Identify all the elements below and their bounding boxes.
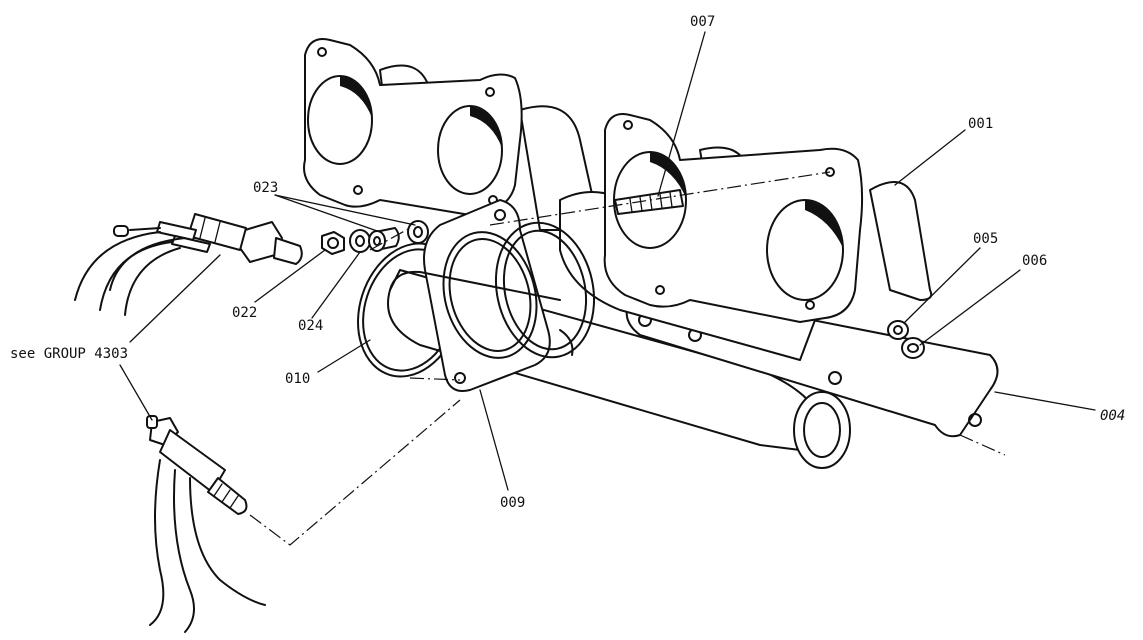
washer-024 — [349, 229, 371, 253]
washer-006 — [901, 337, 925, 359]
nut-005 — [887, 320, 909, 340]
callout-004: 004 — [1100, 408, 1125, 424]
callout-009: 009 — [500, 495, 525, 511]
temperature-sender — [113, 213, 303, 265]
sensor-lower — [146, 415, 248, 515]
spacer-ring — [494, 221, 596, 359]
callout-005: 005 — [973, 231, 998, 247]
nut-022 — [321, 231, 345, 255]
callout-001: 001 — [968, 116, 993, 132]
dashed-reference-lines — [249, 171, 1006, 546]
callout-007: 007 — [690, 14, 715, 30]
callout-024: 024 — [298, 318, 323, 334]
sensor-wires-lower — [149, 459, 266, 633]
carburetor-flange-right — [603, 113, 864, 323]
callout-006: 006 — [1022, 253, 1047, 269]
flange-gasket-009 — [423, 199, 551, 392]
callout-010: 010 — [285, 371, 310, 387]
washer-023b — [407, 220, 429, 244]
reference-note: see GROUP 4303 — [10, 346, 128, 362]
carburetor-flange-left — [303, 38, 523, 216]
leader-lines — [119, 31, 1096, 491]
callout-022: 022 — [232, 305, 257, 321]
callout-023: 023 — [253, 180, 278, 196]
sender-wires-upper — [74, 231, 186, 316]
